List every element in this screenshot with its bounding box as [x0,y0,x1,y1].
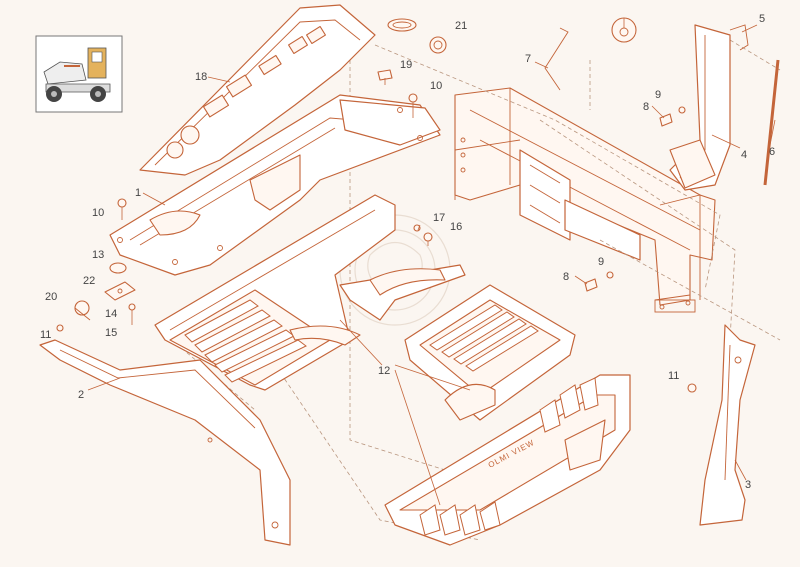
callout-9-upper: 9 [655,89,661,101]
part-12-floor-mat-right [404,284,576,421]
part-10-bolt-top [408,93,418,118]
callout-8-lower: 8 [563,271,569,283]
callout-labels: 1 2 3 4 5 6 7 8 8 9 9 10 10 11 11 12 13 … [40,13,775,491]
part-4-side-panel [669,24,731,191]
callout-10-upper: 10 [430,80,442,92]
part-19-screw [377,69,393,85]
part-7-hook-rod [544,27,569,91]
callout-11-left: 11 [40,329,51,341]
part-11-screws [56,324,697,393]
callout-22: 22 [83,275,95,287]
callout-4: 4 [741,149,747,161]
part-18-dashboard-panel [139,4,376,176]
part-13-washer [109,262,127,274]
callout-21: 21 [455,20,467,32]
callout-6: 6 [769,146,775,158]
part-12-floor-mat-center [339,264,466,321]
part-5-clip [729,24,749,51]
callout-9-lower: 9 [598,256,604,268]
part-1-floor-panel [109,94,441,276]
callout-17: 17 [433,212,445,224]
callout-18: 18 [195,71,207,83]
part-2-side-skirt [39,339,291,546]
hardware-fasteners [56,17,697,393]
part-8-9-bolts [584,106,686,292]
inset-dumper-thumbnail [35,35,123,113]
callout-12: 12 [378,365,390,377]
part-21-ring-icon [611,17,637,43]
callout-leaders [87,24,776,506]
part-3-side-trim [699,324,756,526]
callout-20: 20 [45,291,57,303]
callout-3: 3 [745,479,751,491]
callout-13: 13 [92,249,104,261]
part-20-clip [74,300,91,321]
callout-19: 19 [400,59,412,71]
front-rubber-mat: OLMI VIEW [384,374,631,546]
part-21-grommet [387,18,447,54]
part-16-17-screws [413,224,433,246]
callout-14: 14 [105,308,117,320]
part-14-15-screws [128,303,136,325]
chassis-frame [454,87,716,313]
callout-16: 16 [450,221,462,233]
part-12-floor-mat-left [154,194,396,391]
part-10-bolt-left [117,198,127,220]
callout-7: 7 [525,53,531,65]
callout-15: 15 [105,327,117,339]
assembly-guide-lines [159,39,781,541]
part-22-bracket [104,281,136,301]
callout-10-left: 10 [92,207,104,219]
callout-8-upper: 8 [643,101,649,113]
callout-5: 5 [759,13,765,25]
callout-2: 2 [78,389,84,401]
callout-11-right: 11 [668,370,679,382]
part-6-rod [763,59,780,186]
callout-1: 1 [135,187,141,199]
